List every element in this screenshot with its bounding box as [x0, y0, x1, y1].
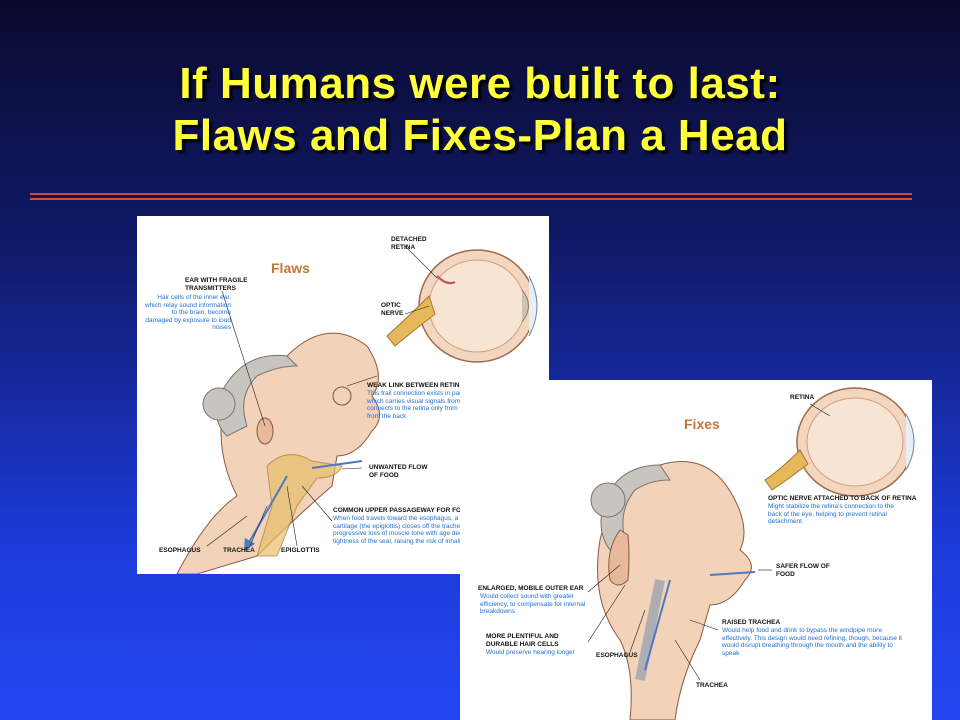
- fixes-optic-nerve-title: OPTIC NERVE ATTACHED TO BACK OF RETINA: [768, 495, 917, 502]
- flaws-unwanted-food-label: UNWANTED FLOW OF FOOD: [369, 464, 428, 479]
- flaws-heading: Flaws: [271, 260, 310, 276]
- eye-illustration: [764, 387, 915, 497]
- head-illustration: [590, 461, 756, 720]
- flaws-optic-nerve-label: OPTIC NERVE: [381, 302, 404, 317]
- fixes-illustration: [587, 387, 915, 720]
- fixes-outer-ear-title: ENLARGED, MOBILE OUTER EAR: [478, 585, 584, 592]
- fixes-raised-trachea-title: RAISED TRACHEA: [722, 619, 781, 626]
- fixes-esophagus-label: ESOPHAGUS: [596, 652, 638, 659]
- eye-illustration: [386, 249, 538, 363]
- fixes-retina-label: RETINA: [790, 394, 815, 401]
- flaws-ear-title: EAR WITH FRAGILE TRANSMITTERS: [185, 277, 248, 292]
- flaws-weak-link-title: WEAK LINK BETWEEN RETINA AND BACK OF EYE: [367, 382, 526, 389]
- title-line-2: Flaws and Fixes-Plan a Head: [172, 111, 788, 160]
- fixes-panel: Fixes RETINA OPTIC NERVE ATTACHED TO BAC…: [460, 380, 932, 720]
- flaws-epiglottis-label: EPIGLOTTIS: [281, 547, 320, 554]
- flaws-trachea-label: TRACHEA: [223, 547, 255, 554]
- title-line-1: If Humans were built to last:: [179, 59, 781, 108]
- flaws-passageway-desc: When food travels toward the esophagus, …: [333, 515, 508, 545]
- flaws-detached-retina-label: DETACHED RETINA: [391, 236, 427, 251]
- fixes-optic-nerve-desc: Might stabilize the retina's connection …: [768, 503, 894, 526]
- title-underline: [30, 193, 912, 195]
- fixes-raised-trachea-desc: Would help food and drink to bypass the …: [722, 627, 902, 657]
- slide-title: If Humans were built to last: Flaws and …: [0, 58, 960, 162]
- flaws-ear-desc: Hair cells of the inner ear, which relay…: [145, 294, 231, 332]
- title-underline-2: [30, 198, 912, 200]
- flaws-weak-link-desc: This frail connection exists in part bec…: [367, 390, 536, 420]
- fixes-outer-ear-desc: Would collect sound with greater efficie…: [480, 593, 586, 616]
- fixes-heading: Fixes: [684, 416, 720, 432]
- flaws-passageway-title: COMMON UPPER PASSAGEWAY FOR FOOD AND AIR: [333, 507, 500, 514]
- fixes-safer-food-label: SAFER FLOW OF FOOD: [776, 563, 830, 578]
- fixes-hair-cells-desc: Would preserve hearing longer: [486, 649, 575, 656]
- elderly-head-illustration: [176, 332, 380, 574]
- fixes-hair-cells-title: MORE PLENTIFUL AND DURABLE HAIR CELLS: [486, 633, 559, 648]
- flaws-esophagus-label: ESOPHAGUS: [159, 547, 201, 554]
- flaws-illustration: [176, 245, 538, 574]
- fixes-trachea-label: TRACHEA: [696, 682, 728, 689]
